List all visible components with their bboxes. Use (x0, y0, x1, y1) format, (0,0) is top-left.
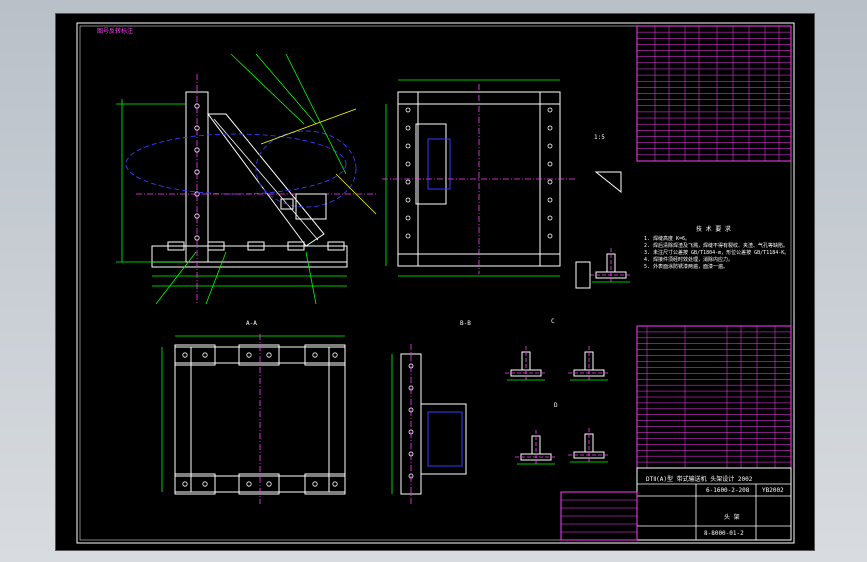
hidden-bracket (427, 411, 463, 467)
bolt-hole (332, 352, 338, 358)
bolt-hole (547, 233, 553, 239)
base-beam (151, 245, 348, 263)
connection-plate (238, 344, 280, 366)
leader-line (260, 108, 357, 145)
bolt-hole (547, 107, 553, 113)
diagonal-brace (207, 113, 325, 247)
detail-e-plate (575, 261, 591, 289)
brace-edge (213, 118, 319, 241)
bolt-hole (547, 143, 553, 149)
drum-outline (255, 130, 357, 208)
requirement-line: 3. 未注尺寸公差按 GB/T1804-m，形位公差按 GB/T1184-K。 (644, 250, 790, 256)
base-flange (151, 261, 348, 268)
bolt-plate (247, 241, 265, 251)
bolt-hole (405, 107, 411, 113)
bolt-hole (405, 233, 411, 239)
drawing-sheet: 图号反转标注 A-A B-B C D 1:5 技 术 要 求 1. 焊缝高度 K… (55, 13, 815, 551)
label-scale: 1:5 (594, 134, 605, 141)
requirement-line: 4. 焊接件须经时效处理，消除内应力。 (644, 257, 734, 263)
bolt-hole (547, 125, 553, 131)
connection-plate (304, 473, 346, 495)
bolt-plate (207, 241, 225, 251)
connection-plate (304, 344, 346, 366)
title-part-name: 头 架 (724, 514, 740, 521)
bolt-hole (182, 481, 188, 487)
leader-line (285, 53, 347, 175)
leader-line (205, 251, 227, 305)
bolt-plate (167, 241, 185, 251)
bolt-plate (327, 241, 345, 251)
requirements-title: 技 术 要 求 (696, 226, 731, 233)
bolt-hole (547, 179, 553, 185)
requirement-line: 1. 焊缝高度 K=6。 (644, 236, 691, 242)
bolt-hole (405, 215, 411, 221)
leader-line (155, 251, 197, 305)
title-code-1: 6-1600-2-208 (706, 487, 750, 494)
hidden-plate (427, 138, 451, 190)
bolt-hole (266, 481, 272, 487)
label-section-a: A-A (246, 320, 257, 327)
bolt-hole (246, 352, 252, 358)
connection-plate (174, 473, 216, 495)
label-detail-d: D (554, 402, 558, 409)
plan-right-beam (328, 346, 346, 493)
cad-canvas (76, 22, 795, 544)
sheet-inner-border (79, 25, 792, 541)
label-detail-c: C (551, 318, 555, 325)
gusset-plate (295, 193, 327, 220)
bolt-hole (547, 197, 553, 203)
connection-plate (238, 473, 280, 495)
leader-line (335, 173, 377, 215)
bolt-hole (202, 481, 208, 487)
requirement-line: 5. 外表面涂防锈漆两遍，面漆一遍。 (644, 264, 729, 270)
sheet-border (76, 22, 795, 544)
bolt-hole (202, 352, 208, 358)
lug-plate (280, 198, 294, 210)
inner-plate (415, 123, 447, 205)
title-code-2: YB2002 (762, 487, 784, 494)
bolt-hole (405, 179, 411, 185)
leader-line (305, 251, 317, 305)
leader-line (230, 53, 305, 125)
corner-stamp: 图号反转标注 (97, 28, 134, 35)
connection-plate (174, 344, 216, 366)
bolt-hole (405, 143, 411, 149)
detail-gusset (594, 171, 622, 194)
bolt-hole (547, 161, 553, 167)
bolt-hole (266, 352, 272, 358)
bolt-hole (332, 481, 338, 487)
elevation-bracket (420, 403, 467, 475)
bolt-hole (246, 481, 252, 487)
requirements-list: 1. 焊缝高度 K=6。 2. 焊后清除焊渣及飞溅，焊缝不得有裂纹、夹渣、气孔等… (644, 236, 804, 271)
requirement-line: 2. 焊后清除焊渣及飞溅，焊缝不得有裂纹、夹渣、气孔等缺陷。 (644, 243, 789, 249)
title-drawing-name: DTⅡ(A)型 带式输送机 头架设计 2002 (646, 476, 753, 483)
bolt-plate (287, 241, 305, 251)
bolt-hole (312, 481, 318, 487)
bolt-hole (312, 352, 318, 358)
pulley-outline (125, 133, 347, 195)
bolt-hole (405, 197, 411, 203)
bolt-hole (182, 352, 188, 358)
bolt-hole (547, 215, 553, 221)
label-view-b: B-B (460, 320, 471, 327)
title-code-3: 8-8000-01-2 (704, 530, 744, 537)
plan-left-beam (174, 346, 192, 493)
bolt-hole (405, 125, 411, 131)
bolt-hole (405, 161, 411, 167)
leader-line (255, 53, 317, 125)
